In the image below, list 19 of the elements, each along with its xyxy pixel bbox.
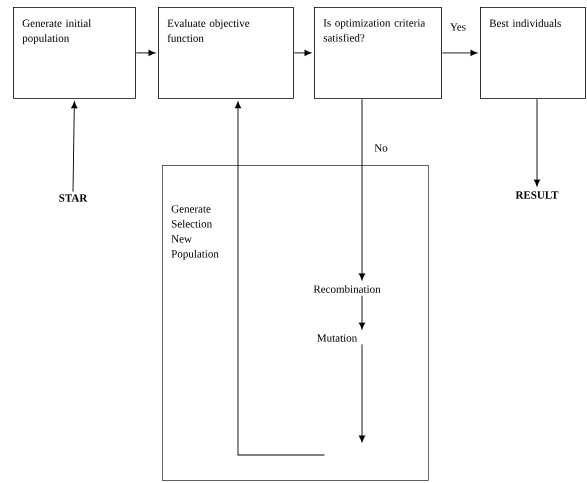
edge-label: Yes <box>449 22 467 32</box>
step-label: Recombination <box>311 283 383 295</box>
terminal-label: STAR <box>59 194 88 202</box>
process-box: Generate initial population <box>13 7 136 99</box>
arrow <box>136 50 156 56</box>
arrow <box>358 295 366 330</box>
process-box: Best individuals <box>480 7 586 99</box>
arrow <box>534 98 540 186</box>
step-label: Mutation <box>314 332 360 344</box>
terminal-label: RESULT <box>516 191 558 199</box>
arrow <box>358 344 366 442</box>
process-box: Evaluate objective function <box>158 7 294 99</box>
edge-label: No <box>373 143 389 153</box>
arrow <box>294 50 312 56</box>
arrow <box>71 101 78 192</box>
arrow <box>442 50 478 56</box>
process-box: Is optimization criteria satisfied? <box>314 7 442 99</box>
arrow <box>234 101 325 456</box>
arrow <box>358 98 366 280</box>
